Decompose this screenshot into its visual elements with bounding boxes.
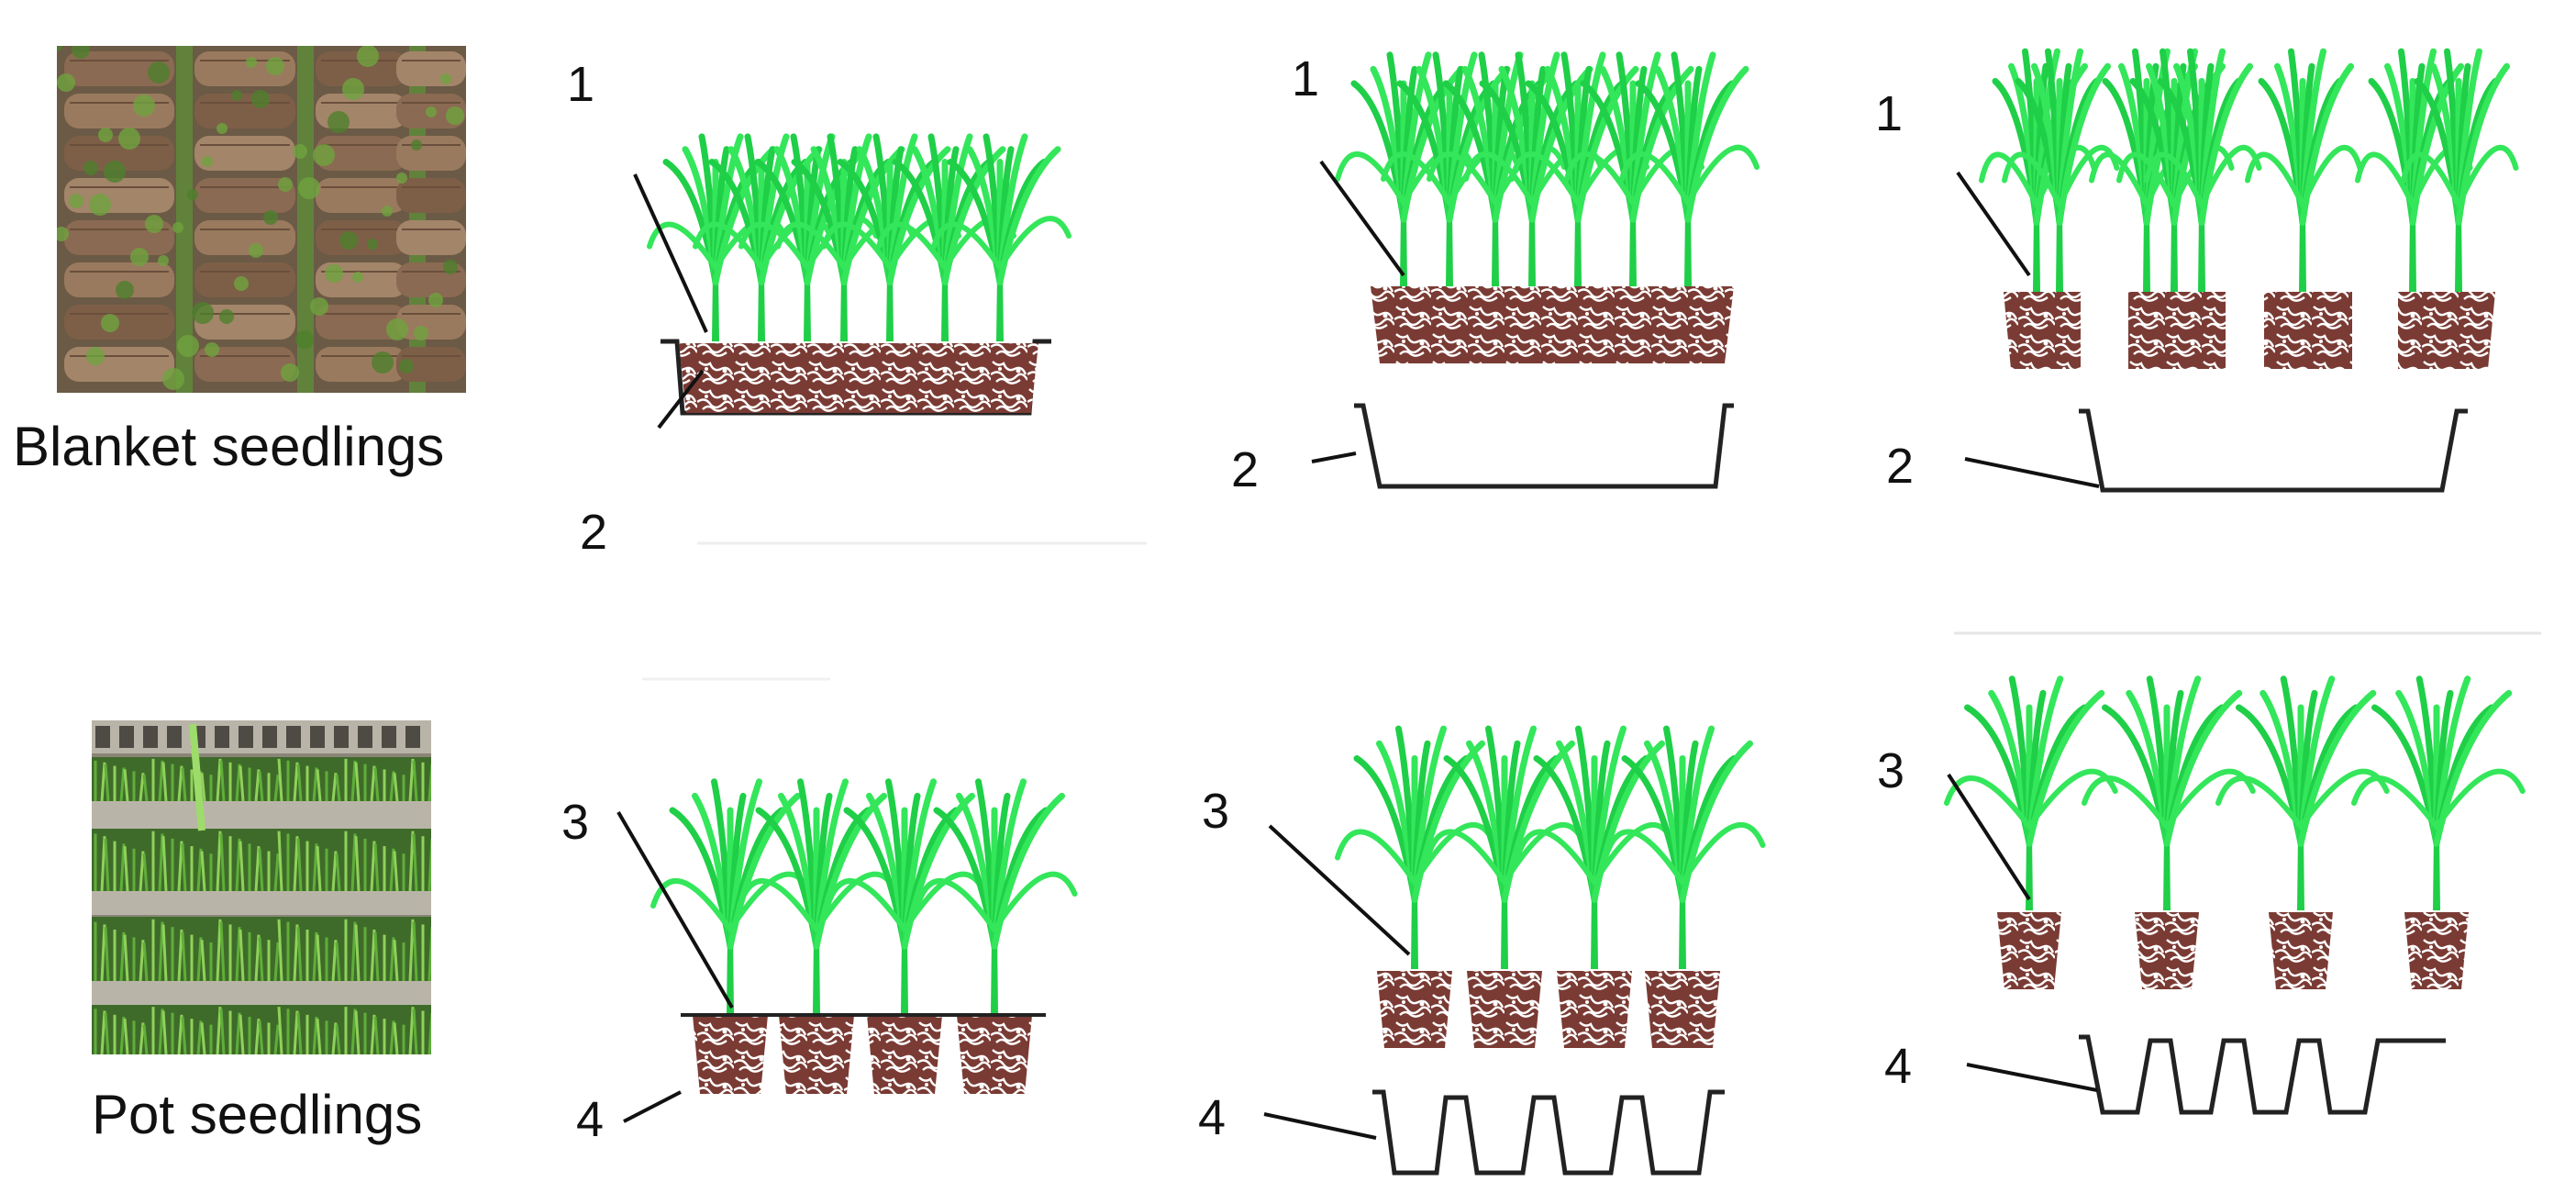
seedling-plant [1425,725,1588,969]
seedling-plant [1335,51,1475,286]
seedling-plant [2082,675,2256,910]
label-4: 4 [576,1092,604,1147]
seedling-pot [779,1015,854,1094]
seedling-plant [650,778,814,1013]
blanket-panel-cut [1979,48,2519,493]
label-3: 3 [1202,784,1229,839]
seedling-pot [1997,912,2061,989]
pot-panel-in-tray [650,778,1078,1094]
seedling-pot [1467,971,1542,1048]
seedling-pot [1557,971,1632,1048]
label-2: 2 [1231,442,1259,497]
label-2: 2 [580,505,607,560]
leader-lines [616,160,2100,1140]
pot-seedlings-caption: Pot seedlings [92,1084,423,1145]
label-1: 1 [1292,51,1319,106]
blanket-seedlings-caption: Blanket seedlings [13,416,445,477]
seedling-plant [1515,725,1678,969]
label-3: 3 [561,795,589,850]
seedling-plant [737,778,900,1013]
label-4: 4 [1884,1039,1912,1094]
seedling-plant [2144,48,2262,292]
seedling-plant [2215,675,2390,910]
seedling-pot [1645,971,1720,1048]
seedling-plant [1564,51,1704,286]
pot-seedlings-photo [92,720,431,1054]
seedling-pot [867,1015,942,1094]
seedling-plant [2351,675,2526,910]
label-3: 3 [1877,743,1904,798]
seedling-pot [1377,971,1452,1048]
blanket-panel-lifted [1335,51,1760,489]
seedling-plant [915,778,1078,1013]
seedling-pot [693,1015,768,1094]
seedling-plant [2245,48,2363,292]
seedling-plant [931,133,1071,341]
seedling-plant [1463,51,1604,286]
seedling-plant [2401,48,2519,292]
label-1: 1 [567,57,594,112]
seedling-plant [1335,725,1498,969]
seedling-plant [1619,51,1760,286]
seedling-plant [2002,48,2120,292]
pot-panel-spread [1944,675,2526,1115]
blanket-seedlings-photo [57,46,466,393]
label-1: 1 [1875,86,1903,141]
seedling-pot [2135,912,2199,989]
seedling-pot [957,1015,1032,1094]
number-labels: 1 2 1 2 1 2 3 4 3 4 3 4 [561,51,1914,1147]
seedling-pot [2269,912,2333,989]
seedling-plant [1603,725,1766,969]
pot-panel-lifted [1335,725,1766,1176]
seedling-pot [2404,912,2469,989]
blanket-panel-in-tray [647,133,1071,416]
label-2: 2 [1886,439,1914,494]
label-4: 4 [1198,1090,1226,1145]
seedling-plant [1944,675,2118,910]
seedling-plant [825,778,988,1013]
seedling-plant [647,133,787,341]
